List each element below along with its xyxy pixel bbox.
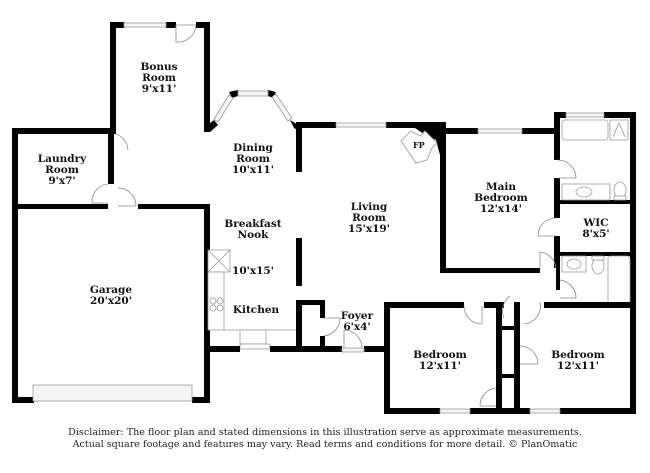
room-dimensions-breakfast-nook: 10'x15' bbox=[232, 265, 274, 277]
door bbox=[175, 24, 197, 43]
fireplace bbox=[400, 130, 438, 164]
door bbox=[463, 305, 483, 325]
door bbox=[559, 279, 577, 299]
room-name: WIC bbox=[583, 217, 609, 229]
fireplace-label: FP bbox=[413, 140, 425, 150]
room-name: Foyer bbox=[340, 310, 374, 322]
door bbox=[519, 345, 539, 365]
room-dimensions: 8'x5' bbox=[582, 228, 610, 240]
window bbox=[213, 94, 234, 123]
window bbox=[335, 122, 387, 128]
door bbox=[557, 159, 577, 179]
window bbox=[123, 22, 167, 28]
room-name: Main bbox=[485, 181, 517, 193]
room-name: Breakfast bbox=[224, 218, 282, 230]
room-name: Nook bbox=[237, 229, 269, 241]
room-label-main-bedroom: Main Bedroom 12'x14' bbox=[474, 182, 528, 215]
room-name: Room bbox=[352, 212, 386, 224]
room-label-laundry-room: Laundry Room 9'x7' bbox=[38, 154, 86, 187]
room-name: Room bbox=[142, 72, 176, 84]
room-dimensions: 10'x11' bbox=[232, 164, 274, 176]
window bbox=[477, 128, 523, 134]
room-dimensions: 9'x11' bbox=[141, 83, 177, 95]
room-label-foyer: Foyer 6'x4' bbox=[341, 311, 373, 333]
room-label-breakfast-nook: Breakfast Nook bbox=[224, 219, 281, 241]
main-bath-fixtures bbox=[561, 119, 629, 201]
laundry-walls bbox=[12, 128, 208, 403]
room-dimensions: 6'x4' bbox=[343, 321, 371, 333]
room-label-bonus-room: Bonus Room 9'x11' bbox=[140, 62, 177, 95]
room-name: Bedroom bbox=[474, 192, 528, 204]
window bbox=[529, 408, 561, 414]
door bbox=[91, 183, 109, 204]
disclaimer-line-1: Disclaimer: The floor plan and stated di… bbox=[68, 427, 582, 438]
room-dimensions: 20'x20' bbox=[90, 295, 132, 307]
room-label-bedroom-3: Bedroom 12'x11' bbox=[551, 350, 605, 372]
bedroom-walls bbox=[384, 302, 636, 414]
room-name: Garage bbox=[89, 284, 133, 296]
window bbox=[271, 93, 293, 122]
room-label-living-room: Living Room 15'x19' bbox=[348, 202, 390, 235]
room-dimensions: 12'x11' bbox=[419, 360, 461, 372]
room-name: Bonus bbox=[140, 61, 178, 73]
door bbox=[502, 295, 511, 319]
disclaimer-line-2: Actual square footage and features may v… bbox=[72, 439, 578, 450]
room-name: Dining bbox=[233, 142, 273, 154]
door bbox=[323, 317, 341, 337]
door bbox=[115, 133, 129, 151]
door bbox=[479, 387, 497, 407]
room-label-wic: WIC 8'x5' bbox=[582, 218, 609, 240]
kitchen-fixtures bbox=[207, 249, 296, 350]
window bbox=[237, 90, 269, 97]
kitchen-walls bbox=[204, 300, 324, 352]
room-label-bedroom-2: Bedroom 12'x11' bbox=[413, 350, 467, 372]
garage-door bbox=[32, 384, 193, 402]
foyer-walls bbox=[320, 300, 388, 352]
bonus-room-walls bbox=[110, 22, 210, 132]
room-name: Living bbox=[350, 201, 388, 213]
hall-bath-fixtures bbox=[561, 255, 631, 305]
door bbox=[117, 187, 137, 207]
room-dimensions: 12'x11' bbox=[557, 360, 599, 372]
dining-walls bbox=[204, 90, 302, 286]
door-threshold bbox=[341, 347, 365, 353]
room-label-kitchen: Kitchen bbox=[232, 304, 280, 316]
room-name: Laundry bbox=[37, 153, 87, 165]
room-dimensions: 9'x7' bbox=[48, 175, 76, 187]
door bbox=[539, 251, 557, 269]
room-label-garage: Garage 20'x20' bbox=[90, 285, 132, 307]
front-door bbox=[343, 329, 363, 350]
door bbox=[523, 301, 541, 325]
room-label-dining-room: Dining Room 10'x11' bbox=[232, 143, 274, 176]
disclaimer: Disclaimer: The floor plan and stated di… bbox=[0, 427, 650, 451]
room-name: Bedroom bbox=[551, 349, 605, 361]
window bbox=[565, 112, 605, 118]
living-walls bbox=[296, 122, 540, 273]
main-bedroom-walls bbox=[446, 112, 636, 414]
garage-walls bbox=[12, 204, 210, 403]
room-dimensions: 15'x19' bbox=[348, 223, 390, 235]
room-name: Room bbox=[236, 153, 270, 165]
room-name: Bedroom bbox=[413, 349, 467, 361]
door bbox=[537, 217, 557, 237]
window bbox=[439, 408, 471, 414]
room-dimensions: 12'x14' bbox=[480, 203, 522, 215]
room-name: Room bbox=[45, 164, 79, 176]
